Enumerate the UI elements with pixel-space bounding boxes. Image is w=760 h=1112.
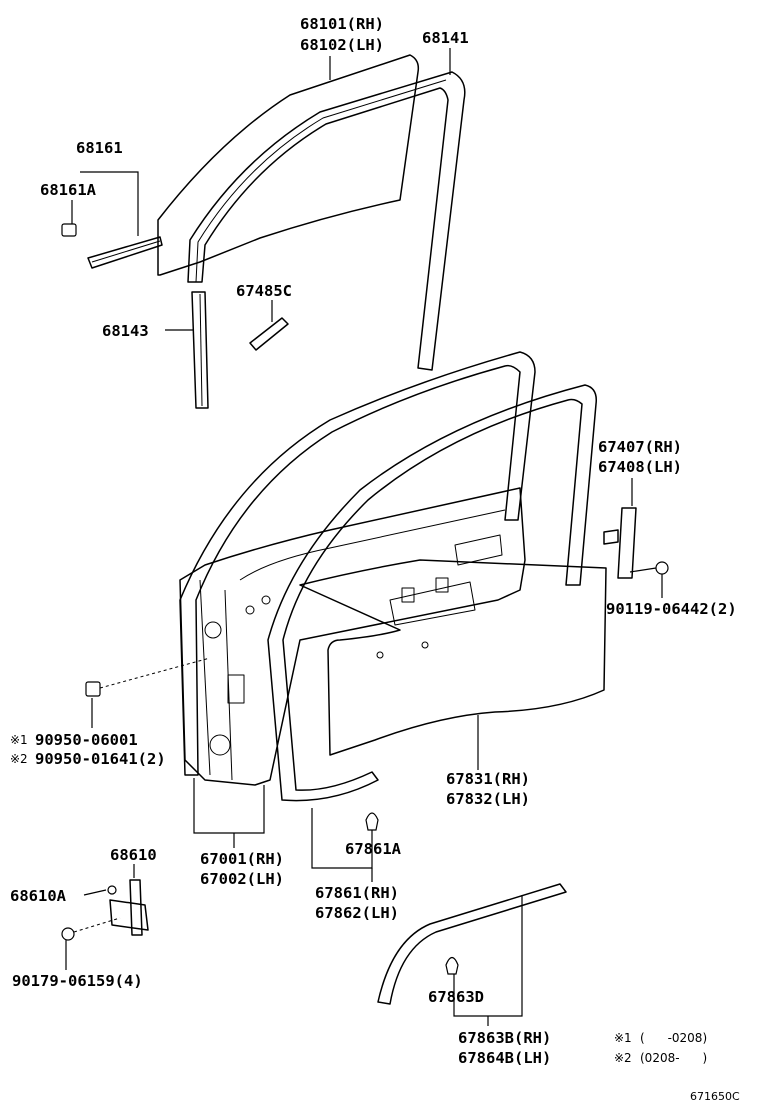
- service-hole-cover: [299, 559, 607, 756]
- label-90179: 90179-06159(4): [12, 972, 143, 990]
- label-67831: 67831(RH): [446, 770, 530, 788]
- legend-mark-1: ※1: [614, 1031, 632, 1045]
- label-67485C: 67485C: [236, 282, 292, 300]
- footnote-mark-2: ※2: [10, 752, 28, 766]
- hinge: [61, 879, 149, 941]
- label-67863D: 67863D: [428, 988, 484, 1006]
- label-90950-06001: 90950-06001: [35, 731, 138, 749]
- door-panel: [179, 487, 526, 786]
- footnote-legend: ※1 ( -0208) ※2 (0208- ): [614, 1031, 707, 1065]
- legend-text-1: ( -0208): [640, 1031, 707, 1045]
- label-68102: 68102(LH): [300, 36, 384, 54]
- label-68101: 68101(RH): [300, 15, 384, 33]
- label-67408: 67408(LH): [598, 458, 682, 476]
- division-bar: [191, 291, 209, 409]
- label-68161A: 68161A: [40, 181, 97, 199]
- door-weatherstrip: [179, 351, 536, 776]
- label-67832: 67832(LH): [446, 790, 530, 808]
- label-68143: 68143: [102, 322, 149, 340]
- plug: [85, 657, 211, 697]
- label-68141: 68141: [422, 29, 469, 47]
- label-90950-01641: 90950-01641(2): [35, 750, 166, 768]
- small-strip: [249, 317, 289, 351]
- figure-reference: 671650C: [690, 1090, 740, 1103]
- label-68610A: 68610A: [10, 887, 67, 905]
- inner-weatherstrip: [267, 384, 598, 802]
- label-90119: 90119-06442(2): [606, 600, 737, 618]
- label-67864B: 67864B(LH): [458, 1049, 551, 1067]
- leader-lines: [65, 48, 663, 1026]
- label-67407: 67407(RH): [598, 438, 682, 456]
- lower-weatherstrip: [377, 883, 567, 1005]
- part-labels: 68101(RH) 68102(LH) 68141 68161 68161A 6…: [10, 15, 737, 1067]
- frame-moulding: [603, 507, 669, 579]
- label-67861A: 67861A: [345, 840, 402, 858]
- glass-run: [187, 71, 466, 371]
- door-glass: [157, 54, 420, 276]
- legend-text-2: (0208- ): [640, 1051, 707, 1065]
- label-67001: 67001(RH): [200, 850, 284, 868]
- legend-mark-2: ※2: [614, 1051, 632, 1065]
- label-67862: 67862(LH): [315, 904, 399, 922]
- label-67863B: 67863B(RH): [458, 1029, 551, 1047]
- belt-weatherstrip: [61, 223, 163, 269]
- label-67861: 67861(RH): [315, 884, 399, 902]
- weatherstrip-clip: [365, 812, 379, 831]
- label-68161: 68161: [76, 139, 123, 157]
- footnote-mark-1: ※1: [10, 733, 28, 747]
- label-67002: 67002(LH): [200, 870, 284, 888]
- label-68610: 68610: [110, 846, 157, 864]
